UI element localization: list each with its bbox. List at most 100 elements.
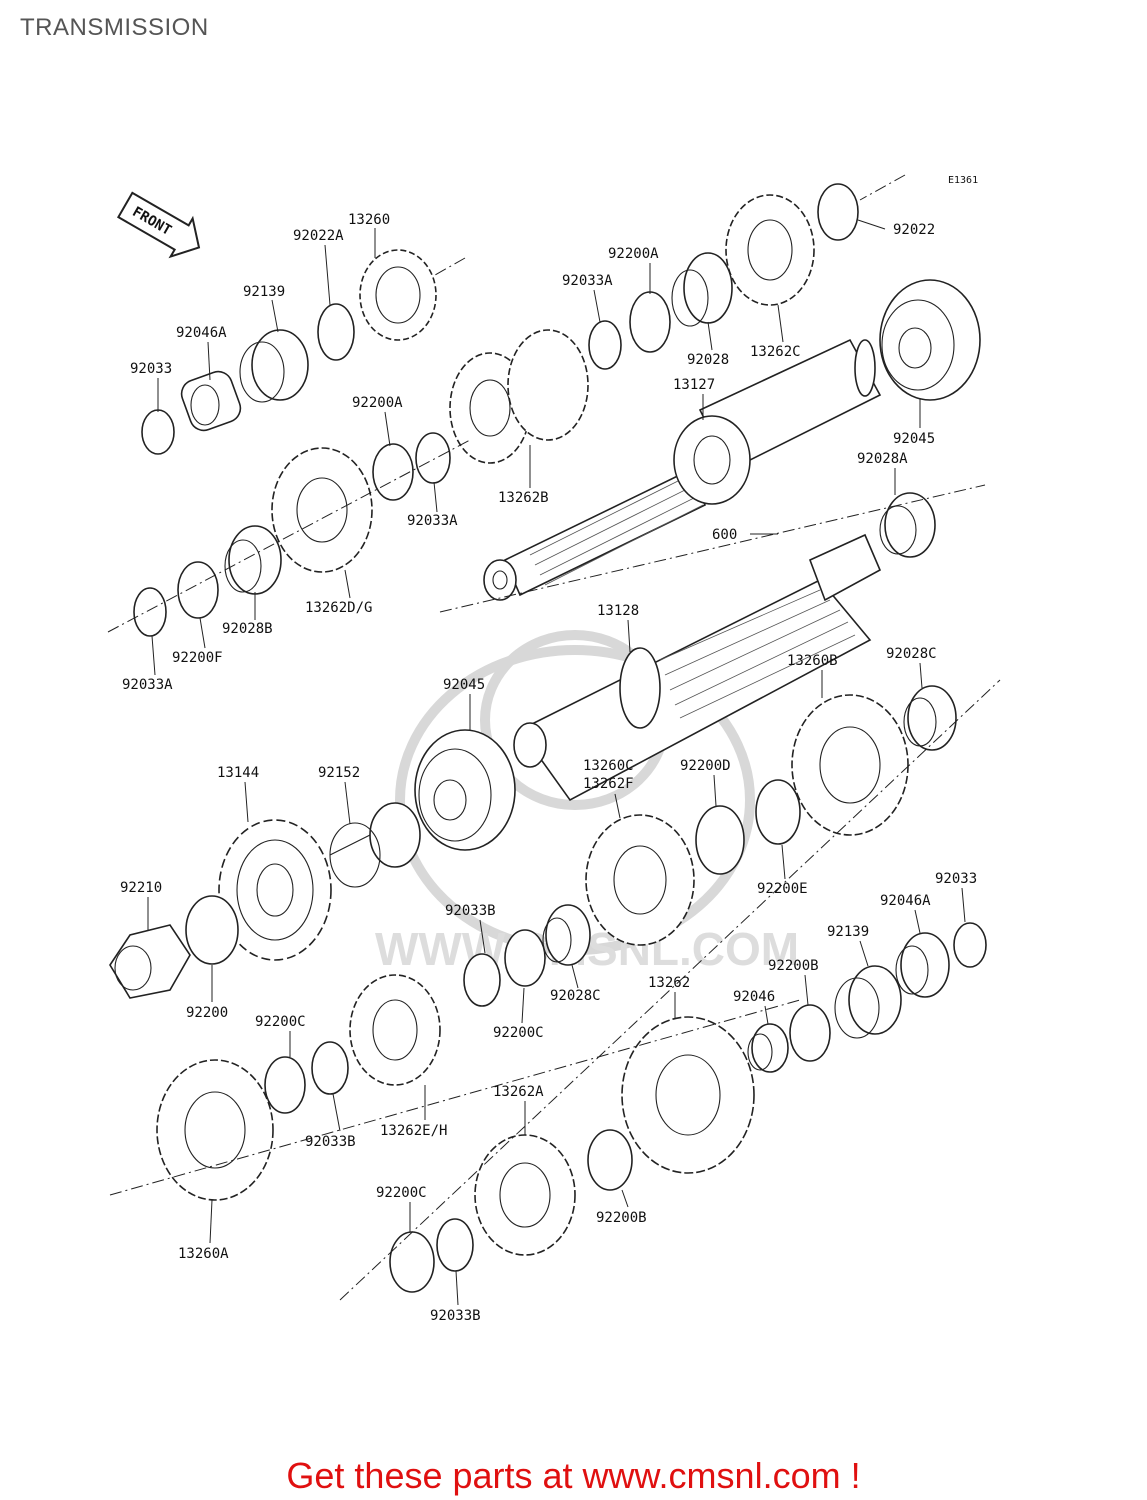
collar-92139-top — [239, 329, 309, 403]
label-92022: 92022 — [893, 222, 935, 238]
label-92200B-upper: 92200B — [768, 958, 819, 974]
label-92200D: 92200D — [680, 758, 731, 774]
washer-92200E — [755, 779, 801, 845]
washer-92200B-upper — [789, 1004, 831, 1062]
label-92152: 92152 — [318, 765, 360, 781]
label-92033B-left: 92033B — [305, 1134, 356, 1150]
label-92210: 92210 — [120, 880, 162, 896]
footer-promo-link[interactable]: Get these parts at www.cmsnl.com ! — [286, 1455, 861, 1496]
label-92033A-top: 92033A — [562, 273, 613, 289]
label-13260: 13260 — [348, 212, 390, 228]
transmission-exploded-diagram: WWW.CMSNL.COM FRONT E1361 — [107, 174, 1001, 1324]
label-92139-top: 92139 — [243, 284, 285, 300]
bushing-92028A — [879, 492, 936, 558]
bearing-92046A-right — [895, 932, 950, 998]
circlip-92033A-top — [588, 320, 622, 370]
label-13262A: 13262A — [493, 1084, 544, 1100]
circlip-92033A-mid — [415, 432, 451, 484]
washer-92200D — [695, 805, 745, 875]
label-92046: 92046 — [733, 989, 775, 1005]
circlip-92033-top — [141, 409, 175, 455]
bearing-92028C-mid — [542, 904, 591, 966]
gear-13127 — [673, 415, 751, 505]
washer-92022 — [817, 183, 859, 241]
label-92046A-right: 92046A — [880, 893, 931, 909]
label-13262EH: 13262E/H — [380, 1123, 447, 1139]
gear-13262EH — [349, 974, 441, 1086]
label-92200C-bottom: 92200C — [376, 1185, 427, 1201]
washer-92022A — [317, 303, 355, 361]
label-92200: 92200 — [186, 1005, 228, 1021]
label-92200A-mid: 92200A — [352, 395, 403, 411]
label-92028: 92028 — [687, 352, 729, 368]
gear-13262B — [449, 329, 589, 464]
gear-13260 — [359, 249, 437, 341]
leader-lines — [147, 219, 966, 1306]
label-13262C: 13262C — [750, 344, 801, 360]
label-92033B-mid: 92033B — [445, 903, 496, 919]
label-92033-right: 92033 — [935, 871, 977, 887]
washer-92200 — [185, 895, 239, 965]
label-92139-right: 92139 — [827, 924, 869, 940]
label-92028A: 92028A — [857, 451, 908, 467]
label-92200B-lower: 92200B — [596, 1210, 647, 1226]
washer-92200A-mid — [372, 443, 414, 501]
label-92045-left: 92045 — [443, 677, 485, 693]
label-92045-right: 92045 — [893, 431, 935, 447]
washer-92200C-bottom — [389, 1231, 435, 1293]
circlip-92033B-mid — [463, 953, 501, 1007]
washer-92200B-lower — [587, 1129, 633, 1191]
part-labels: 13260 92022A 92139 92046A 92033 92200A 9… — [120, 212, 977, 1324]
gear-13260B — [791, 694, 909, 836]
label-13127: 13127 — [673, 377, 715, 393]
label-13260C: 13260C — [583, 758, 634, 774]
label-13262F: 13262F — [583, 776, 634, 792]
bearing-92046A-top — [180, 370, 242, 432]
label-92200E: 92200E — [757, 881, 808, 897]
label-13260A: 13260A — [178, 1246, 229, 1262]
label-92033A-low: 92033A — [122, 677, 173, 693]
label-92028B: 92028B — [222, 621, 273, 637]
bushing-92028B — [224, 525, 282, 595]
label-600: 600 — [712, 527, 737, 543]
washer-92200C-mid — [504, 929, 546, 987]
label-13260B: 13260B — [787, 653, 838, 669]
washer-92200A-top — [629, 291, 671, 353]
sprocket-13144 — [218, 819, 332, 961]
label-92022A: 92022A — [293, 228, 344, 244]
shaft-13128 — [513, 533, 882, 802]
collar-92139-right — [834, 965, 902, 1039]
circlip-92033A-low — [133, 587, 167, 637]
circlip-92033-right — [953, 922, 987, 968]
gear-13262 — [621, 1016, 755, 1174]
label-13128: 13128 — [597, 603, 639, 619]
axis-lines — [107, 174, 1001, 1301]
label-13262B: 13262B — [498, 490, 549, 506]
washer-92200F — [177, 561, 219, 619]
label-13262DG: 13262D/G — [305, 600, 372, 616]
label-92033A-mid: 92033A — [407, 513, 458, 529]
label-13262: 13262 — [648, 975, 690, 991]
gear-13262A — [474, 1134, 576, 1256]
label-92200C-left: 92200C — [255, 1014, 306, 1030]
circlip-92033B-bottom — [436, 1218, 474, 1272]
label-92200F: 92200F — [172, 650, 223, 666]
label-92028C-mid: 92028C — [550, 988, 601, 1004]
bearing-92045-right — [879, 279, 981, 401]
washer-92200C-left — [264, 1056, 306, 1114]
bearing-92028C-right — [903, 685, 957, 751]
sleeve-92152 — [329, 802, 421, 888]
label-13144: 13144 — [217, 765, 259, 781]
gear-13260A — [156, 1059, 274, 1201]
bearing-92045-left — [414, 729, 516, 851]
label-92046A-top: 92046A — [176, 325, 227, 341]
bushing-92028 — [671, 252, 733, 327]
bearing-92046 — [747, 1023, 789, 1073]
label-92200A-top: 92200A — [608, 246, 659, 262]
circlip-92033B-left — [311, 1041, 349, 1095]
page-title: TRANSMISSION — [20, 14, 209, 41]
label-92033B-bottom: 92033B — [430, 1308, 481, 1324]
label-92028C-right: 92028C — [886, 646, 937, 662]
gear-13262DG — [271, 447, 373, 573]
front-arrow-icon: FRONT — [116, 191, 201, 259]
